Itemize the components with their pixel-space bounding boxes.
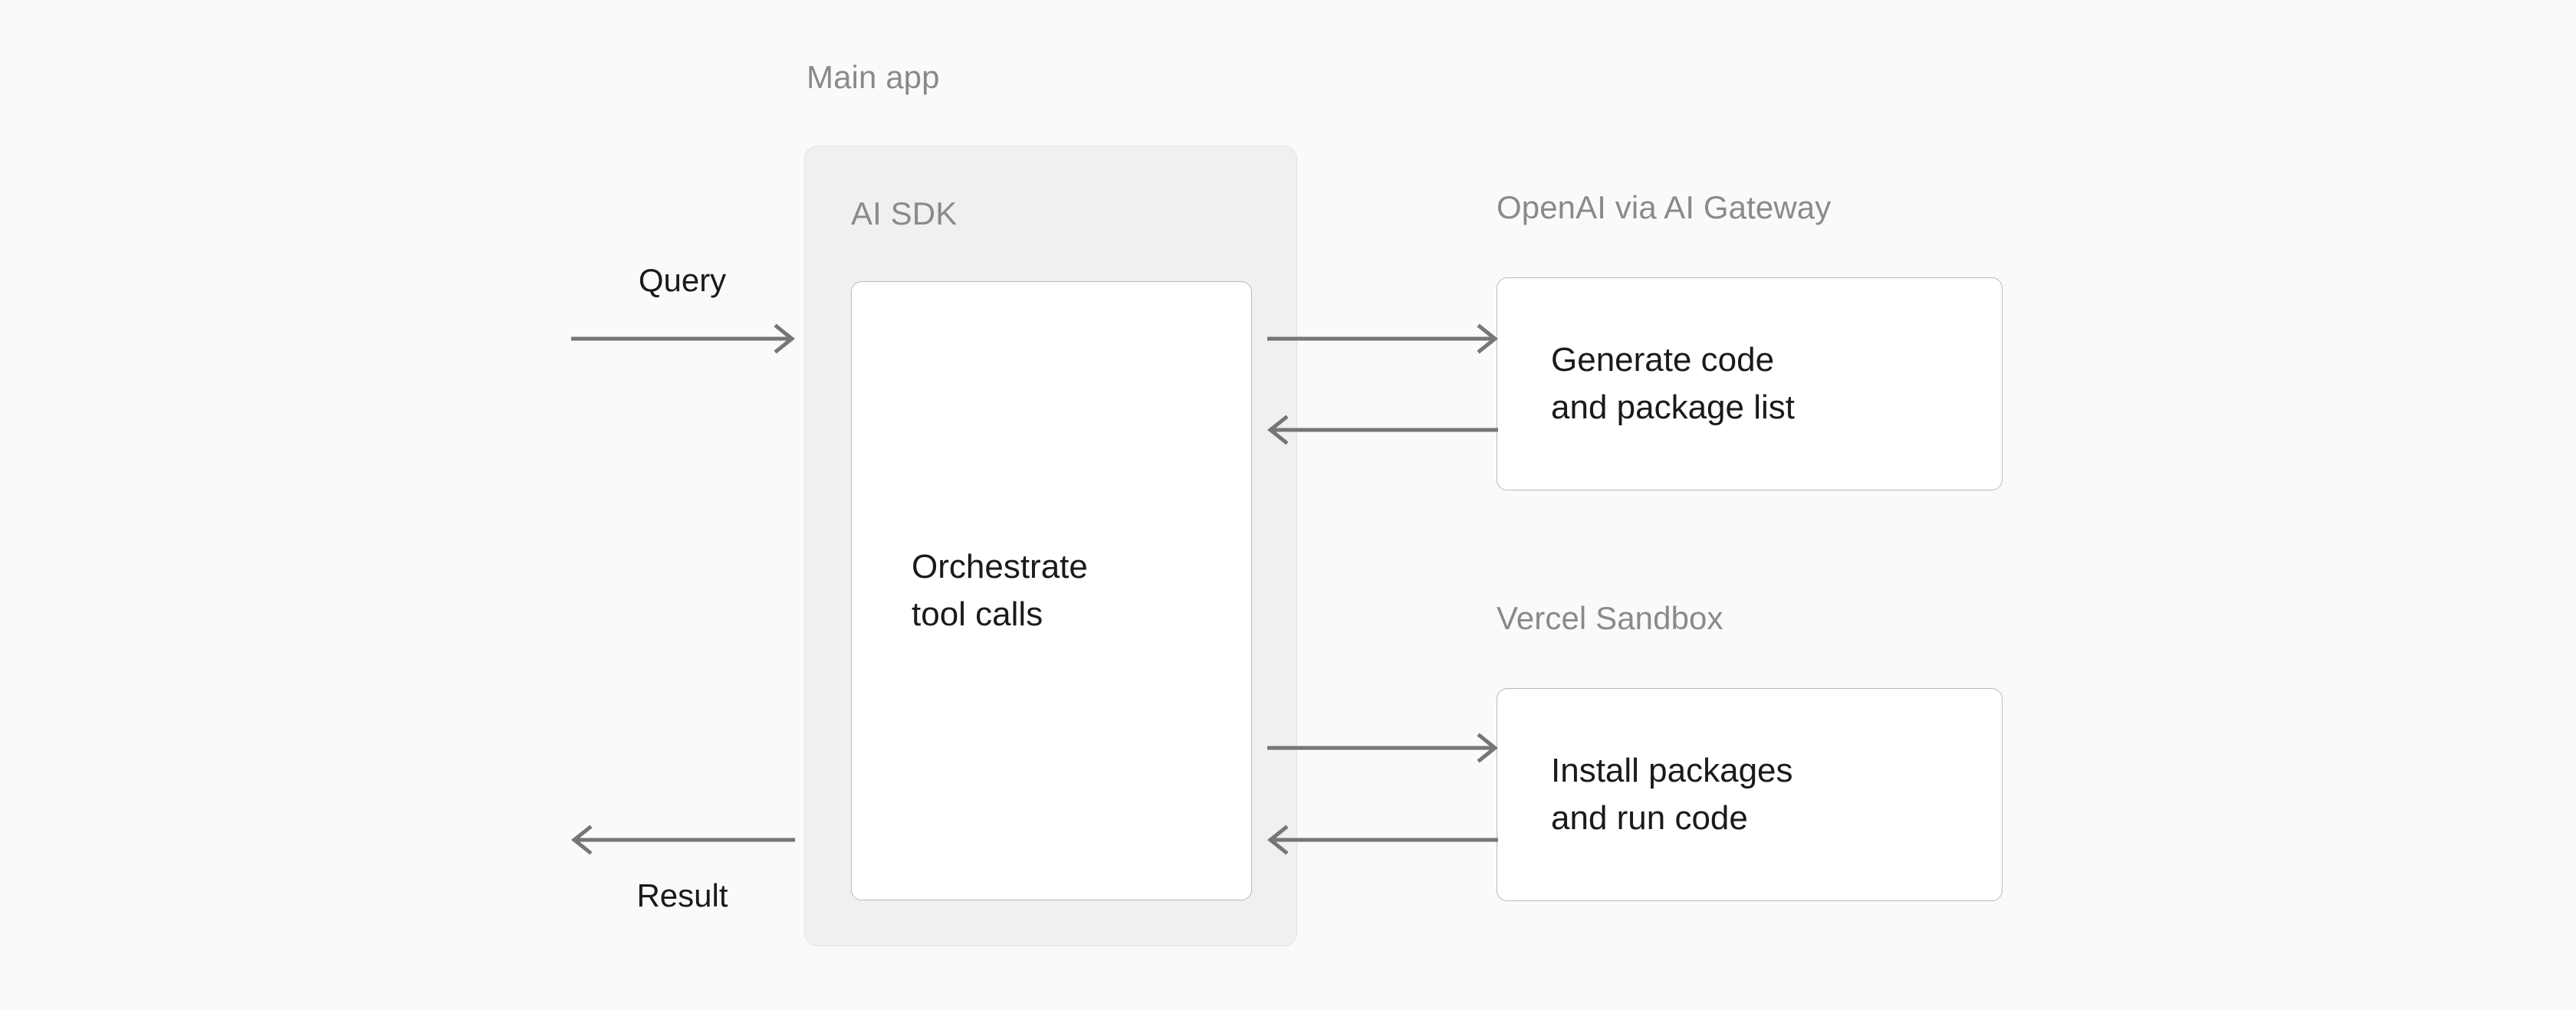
ai-sdk-card: Orchestrate tool calls bbox=[851, 281, 1252, 900]
install-packages-box: Install packages and run code bbox=[1497, 688, 2003, 901]
ai-sdk-label: AI SDK bbox=[851, 195, 958, 231]
result-label: Result bbox=[636, 877, 728, 913]
result-arrow-icon bbox=[570, 824, 795, 856]
vercel-sandbox-label: Vercel Sandbox bbox=[1497, 600, 1723, 636]
install-packages-box-text: Install packages and run code bbox=[1551, 751, 1793, 837]
generate-code-box: Generate code and package list bbox=[1497, 277, 2003, 490]
query-label: Query bbox=[638, 262, 727, 298]
to-openai-arrow-icon bbox=[1267, 323, 1499, 355]
orchestrate-tool-calls-text: Orchestrate tool calls bbox=[912, 547, 1088, 633]
query-arrow-icon bbox=[571, 323, 796, 355]
from-openai-arrow-icon bbox=[1267, 414, 1498, 446]
to-sandbox-arrow-icon bbox=[1267, 732, 1499, 764]
openai-gateway-label: OpenAI via AI Gateway bbox=[1497, 189, 1832, 225]
generate-code-box-text: Generate code and package list bbox=[1551, 340, 1795, 426]
main-app-group-label: Main app bbox=[807, 59, 940, 95]
from-sandbox-arrow-icon bbox=[1267, 824, 1498, 856]
